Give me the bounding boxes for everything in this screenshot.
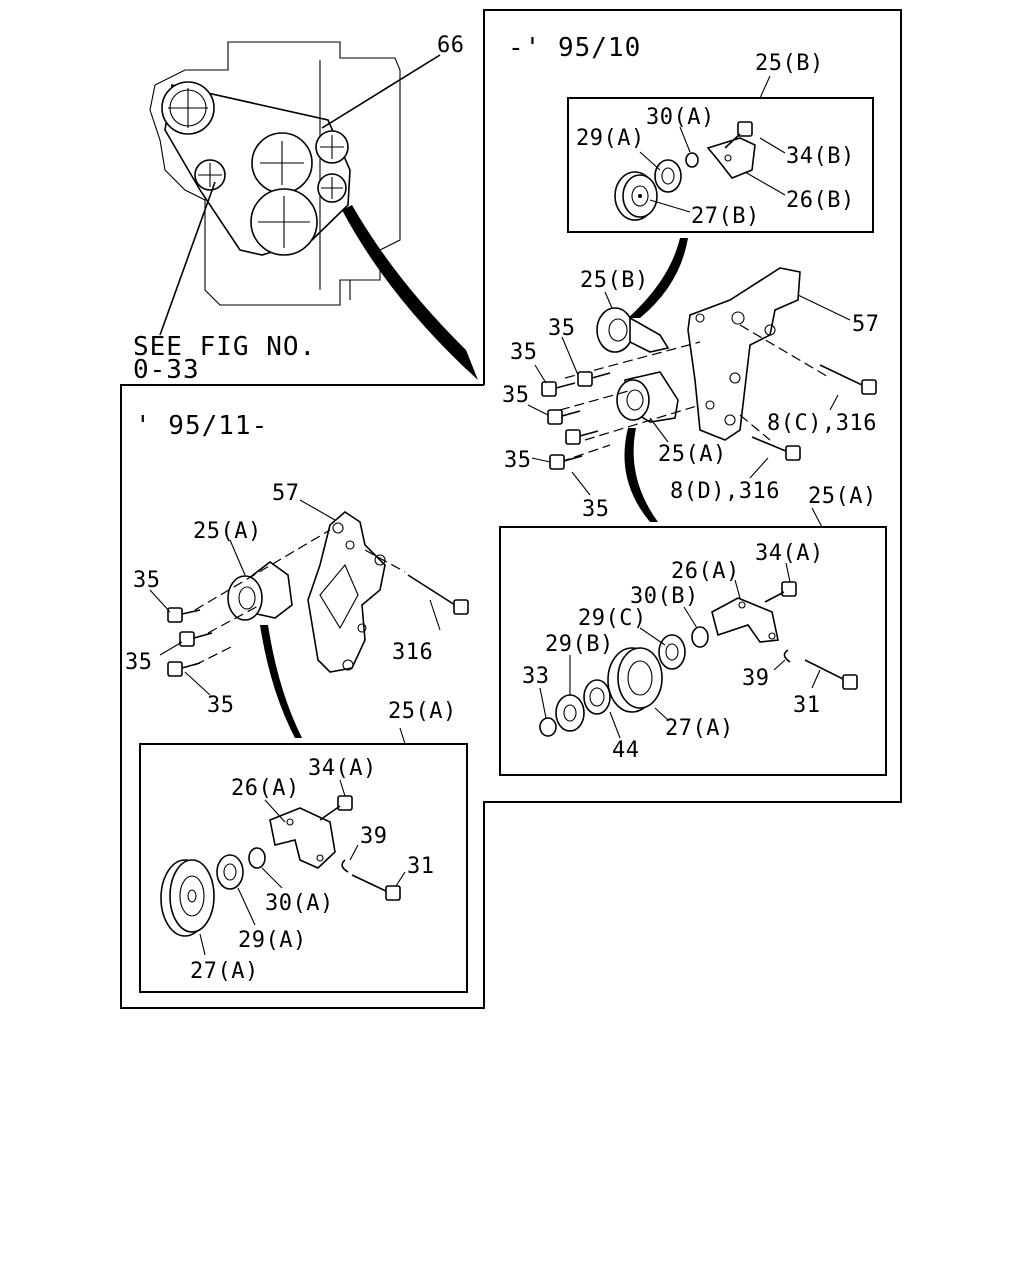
- label-31-right: 31: [793, 693, 821, 718]
- engine-overview: [149, 41, 478, 380]
- assembly-25a-exploded-left: [160, 779, 406, 956]
- label-25b-mid: 25(B): [580, 268, 649, 293]
- bolt-316: [407, 574, 469, 615]
- label-316: 316: [392, 640, 433, 665]
- label-34a-left: 34(A): [308, 756, 377, 781]
- label-29b: 29(B): [545, 632, 614, 657]
- label-35-r3: 35: [502, 383, 530, 408]
- label-44: 44: [612, 738, 640, 763]
- label-35-l1: 35: [133, 568, 161, 593]
- pulley-25b: [596, 291, 670, 353]
- label-33: 33: [522, 664, 550, 689]
- label-57-right: 57: [852, 312, 880, 337]
- label-26b: 26(B): [786, 188, 855, 213]
- section-label-early: -' 95/10: [508, 33, 641, 63]
- reference-line-1: SEE FIG NO.: [133, 332, 316, 362]
- label-30a-top: 30(A): [646, 105, 715, 130]
- label-35-r2: 35: [510, 340, 538, 365]
- label-27b: 27(B): [691, 204, 760, 229]
- label-29c: 29(C): [578, 606, 647, 631]
- label-27a-right: 27(A): [665, 716, 734, 741]
- label-31-left: 31: [407, 854, 435, 879]
- label-35-r1: 35: [548, 316, 576, 341]
- label-8d-316: 8(D),316: [670, 479, 780, 504]
- long-bolts-8: [751, 364, 877, 461]
- label-35-r5: 35: [582, 497, 610, 522]
- label-29a-top: 29(A): [576, 126, 645, 151]
- inset-box-25b: [567, 97, 874, 233]
- label-30b: 30(B): [630, 584, 699, 609]
- bolt-35-group-late: [167, 607, 213, 677]
- label-30a-left: 30(A): [265, 891, 334, 916]
- pulley-25a-late: [227, 561, 293, 621]
- bolt-35-group-early: [541, 371, 611, 470]
- inset-box-25a-right: [499, 526, 887, 776]
- label-35-r4: 35: [504, 448, 532, 473]
- right-section-frame: [120, 9, 902, 1009]
- section-label-late: ' 95/11-: [135, 411, 268, 441]
- label-66: 66: [437, 33, 465, 58]
- label-27a-left: 27(A): [190, 959, 259, 984]
- label-25a-left: 25(A): [193, 519, 262, 544]
- bracket-57-late: [307, 510, 386, 673]
- label-8c-316: 8(C),316: [767, 411, 877, 436]
- label-34a-right: 34(A): [755, 541, 824, 566]
- label-25a-left-box: 25(A): [388, 699, 457, 724]
- label-25b-top: 25(B): [755, 51, 824, 76]
- label-57-left: 57: [272, 481, 300, 506]
- label-35-l2: 35: [125, 650, 153, 675]
- inset-box-25a-left: [139, 743, 468, 993]
- label-26a-left: 26(A): [231, 776, 300, 801]
- label-25a-right-box: 25(A): [808, 484, 877, 509]
- assembly-25a-exploded-right: [539, 562, 858, 739]
- reference-line-2: 0-33: [133, 355, 200, 385]
- label-25a-mid: 25(A): [658, 442, 727, 467]
- label-29a-left: 29(A): [238, 928, 307, 953]
- label-39-left: 39: [360, 824, 388, 849]
- pulley-25a-early: [616, 371, 679, 443]
- label-35-l3: 35: [207, 693, 235, 718]
- label-34b: 34(B): [786, 144, 855, 169]
- assembly-25b-exploded: [614, 75, 786, 221]
- label-39-right: 39: [742, 666, 770, 691]
- label-26a-right: 26(A): [671, 559, 740, 584]
- bracket-57-early: [687, 267, 851, 441]
